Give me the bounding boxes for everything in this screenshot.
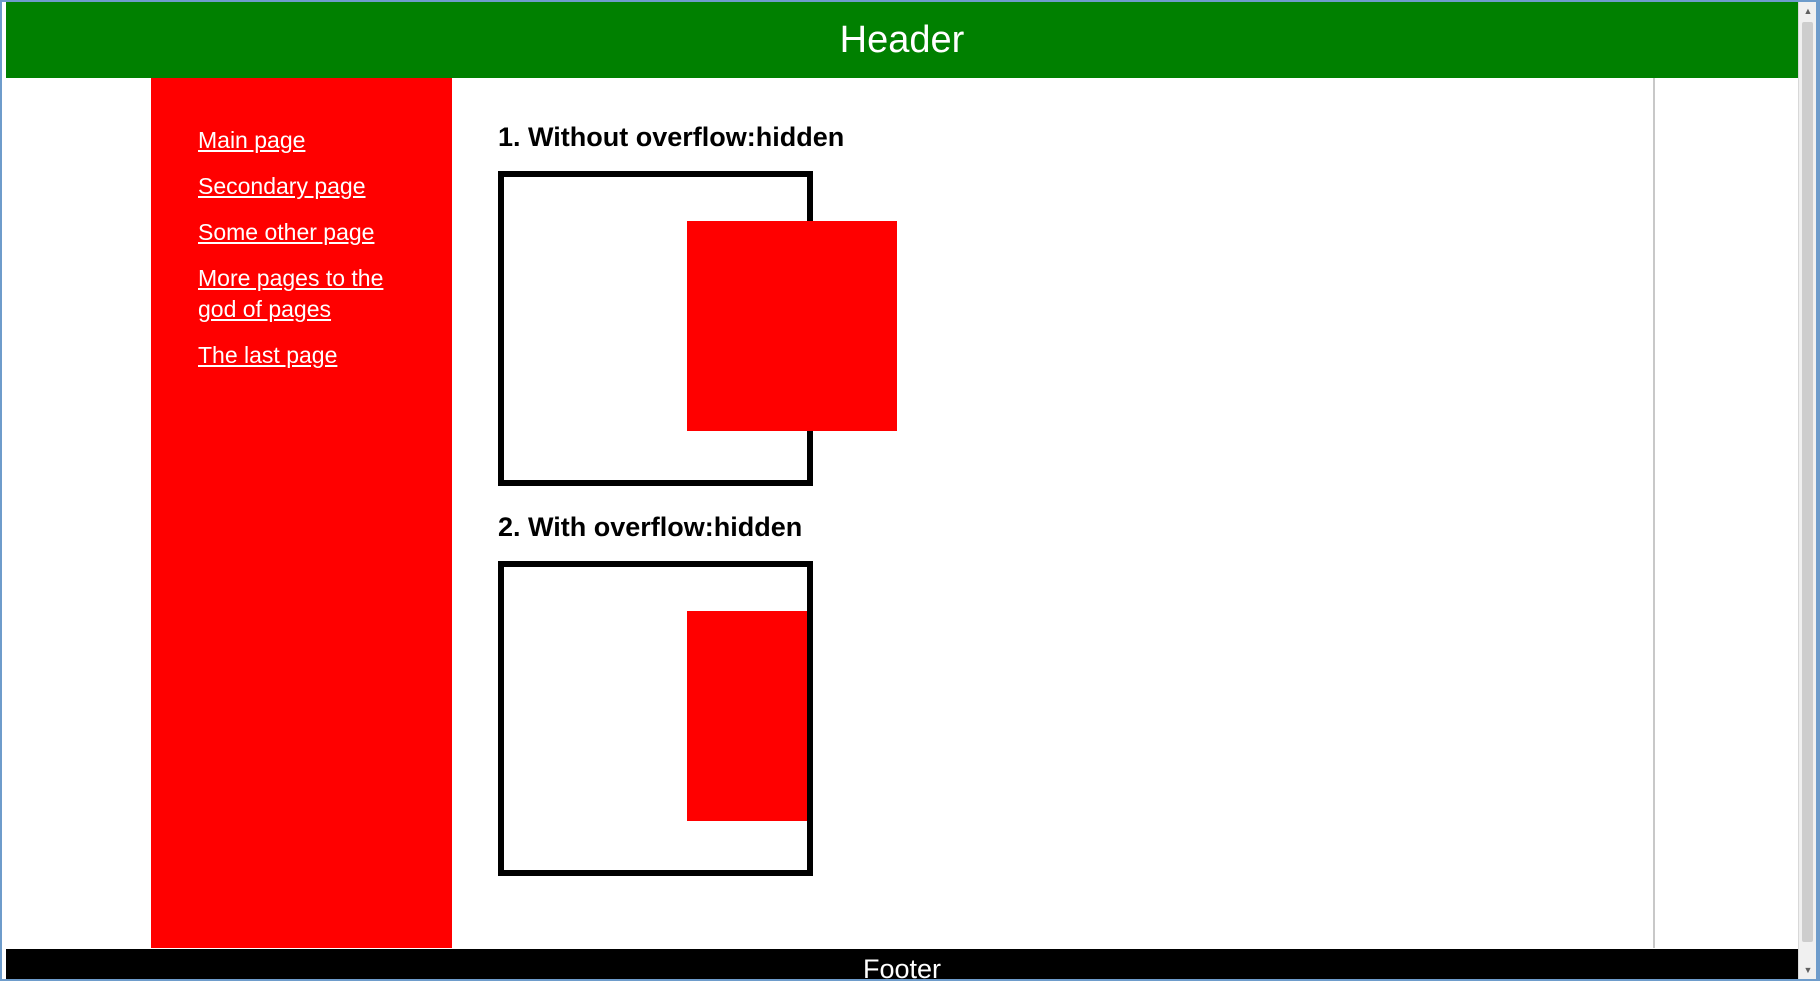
nav-item: More pages to the god of pages [198,263,428,325]
page-header: Header [6,2,1798,78]
inner-red-box [687,221,897,431]
section-title-with-overflow: 2. With overflow:hidden [498,512,803,542]
section-title-without-overflow: 1. Without overflow:hidden [498,122,845,152]
nav-link-last-page[interactable]: The last page [198,342,338,368]
outer-box-no-overflow [498,171,897,486]
nav-link-some-other-page[interactable]: Some other page [198,219,375,245]
main-content: 1. Without overflow:hidden 2. With overf… [498,78,1598,948]
page-wrapper: Main page Secondary page Some other page… [151,78,1655,948]
sidebar-nav: Main page Secondary page Some other page… [198,125,428,386]
nav-item: The last page [198,340,428,371]
vertical-scrollbar[interactable]: ▲ ▼ [1798,2,1816,979]
page-footer: Footer [6,949,1798,979]
scroll-down-arrow-icon[interactable]: ▼ [1803,965,1813,975]
scroll-up-arrow-icon[interactable]: ▲ [1803,6,1813,16]
nav-item: Main page [198,125,428,156]
footer-text: Footer [862,954,942,979]
outer-box-overflow-hidden [498,561,813,876]
nav-link-secondary-page[interactable]: Secondary page [198,173,366,199]
scrollbar-thumb[interactable] [1802,22,1813,942]
sidebar: Main page Secondary page Some other page… [151,78,452,948]
nav-item: Some other page [198,217,428,248]
nav-item: Secondary page [198,171,428,202]
nav-link-more-pages[interactable]: More pages to the god of pages [198,265,384,322]
nav-link-main-page[interactable]: Main page [198,127,306,153]
inner-red-box-clipped [687,611,807,821]
header-title: Header [839,18,965,61]
